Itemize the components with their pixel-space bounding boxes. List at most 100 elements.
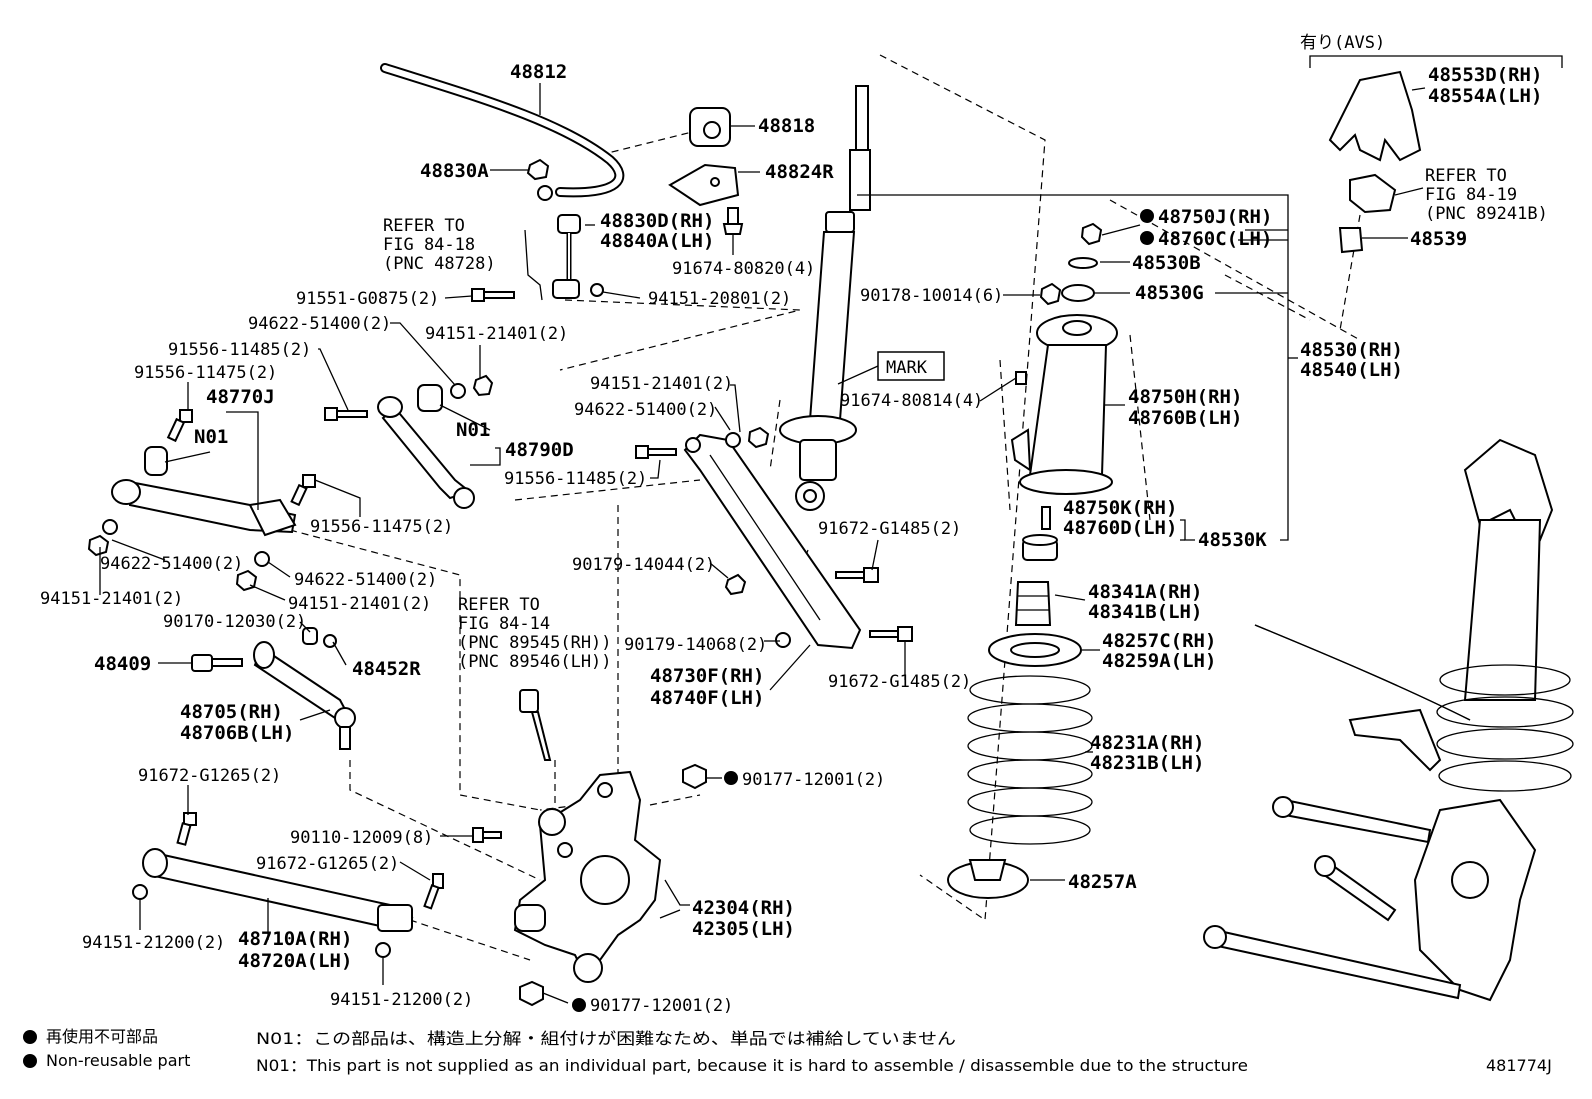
bolt-91556-11485-a bbox=[324, 407, 368, 421]
mark-label: MARK bbox=[886, 358, 928, 378]
label-48539: 48539 bbox=[1410, 228, 1467, 250]
stabilizer-link-48830D bbox=[552, 214, 581, 299]
bushing-48530K bbox=[1022, 534, 1058, 561]
refer-18-line2: FIG 84-18 bbox=[383, 235, 475, 255]
refer-18-line1: REFER TO bbox=[383, 216, 465, 236]
avs-label: 有り(AVS) bbox=[1300, 33, 1385, 53]
bolt-91551-G0875 bbox=[471, 288, 515, 302]
label-91672-G1485-a: 91672-G1485(2) bbox=[818, 519, 961, 539]
label-94151-l1: 94151-21401(2) bbox=[40, 589, 183, 609]
bracket-ref-89241B bbox=[1349, 173, 1397, 214]
refer-19-line3: (PNC 89241B) bbox=[1425, 204, 1548, 224]
refer-14-line1: REFER TO bbox=[458, 595, 540, 615]
bolt-91674-80814 bbox=[1015, 371, 1027, 385]
upper-support-48750H bbox=[1010, 314, 1118, 495]
washer-94622-l2 bbox=[254, 551, 270, 567]
refer-fig-84-19: REFER TO FIG 84-19 (PNC 89241B) bbox=[1425, 166, 1548, 224]
nut-90177-a bbox=[682, 763, 707, 790]
lower-arm-48710A bbox=[142, 848, 414, 932]
label-48409: 48409 bbox=[94, 653, 151, 675]
label-48750J: 48750J(RH) bbox=[1158, 206, 1272, 228]
label-48760C: 48760C(LH) bbox=[1158, 228, 1272, 250]
label-48530K: 48530K bbox=[1198, 529, 1267, 551]
label-48231B: 48231B(LH) bbox=[1090, 752, 1204, 774]
label-48710A: 48710A(RH) bbox=[238, 928, 352, 950]
label-90179-14044: 90179-14044(2) bbox=[572, 555, 715, 575]
note-jp: N01：この部品は、構造上分解・組付けが困難なため、単品では補給していません bbox=[256, 1029, 956, 1048]
label-91551: 91551-G0875(2) bbox=[296, 289, 439, 309]
footer: 再使用不可部品 Non-reusable part N01：この部品は、構造上分… bbox=[46, 1027, 1552, 1075]
label-94622-top: 94622-51400(2) bbox=[248, 314, 391, 334]
washer-48530B bbox=[1068, 257, 1098, 269]
label-48790D: 48790D bbox=[505, 439, 574, 461]
label-48259A: 48259A(LH) bbox=[1102, 650, 1216, 672]
bolt-90110-12009 bbox=[472, 827, 502, 843]
nut-94151-l1 bbox=[87, 534, 110, 557]
coil-spring-48231A bbox=[967, 675, 1093, 845]
stabilizer-bar-48812 bbox=[380, 63, 625, 201]
nut-94151-21200-a bbox=[132, 884, 148, 900]
bolt-91674-80820 bbox=[722, 207, 744, 235]
assembly-dashed-lines bbox=[289, 54, 1361, 961]
label-48231A: 48231A(RH) bbox=[1090, 732, 1204, 754]
cushion-48530G bbox=[1061, 284, 1095, 302]
bracket-ref-48728 bbox=[524, 229, 543, 301]
label-48706B: 48706B(LH) bbox=[180, 722, 294, 744]
refer-19-line1: REFER TO bbox=[1425, 166, 1507, 186]
label-94622-l1: 94622-51400(2) bbox=[100, 554, 243, 574]
knuckle-42304 bbox=[513, 770, 662, 983]
label-94151-20801: 94151-20801(2) bbox=[648, 289, 791, 309]
label-48720A: 48720A(LH) bbox=[238, 950, 352, 972]
label-48770J: 48770J bbox=[206, 386, 275, 408]
refer-18-line3: (PNC 48728) bbox=[383, 254, 496, 274]
washer-94622-mid bbox=[725, 432, 741, 448]
label-48452R: 48452R bbox=[352, 658, 421, 680]
label-91672-G1485-b: 91672-G1485(2) bbox=[828, 672, 971, 692]
bolt-91672-G1265-b bbox=[423, 873, 444, 910]
label-91556-11475-a: 91556-11475(2) bbox=[134, 363, 277, 383]
label-91556-11485-a: 91556-11485(2) bbox=[168, 340, 311, 360]
label-n01-b: N01 bbox=[456, 419, 490, 441]
label-48740F: 48740F(LH) bbox=[650, 687, 764, 709]
label-48530G: 48530G bbox=[1135, 282, 1204, 304]
bump-stopper-48341A bbox=[1014, 581, 1052, 626]
label-90177-a: 90177-12001(2) bbox=[742, 770, 885, 790]
nut-94151-mid bbox=[747, 426, 770, 449]
callout-brackets bbox=[857, 194, 1298, 541]
nut-48750J bbox=[1080, 222, 1103, 246]
label-48840A: 48840A(LH) bbox=[600, 230, 714, 252]
label-48760B: 48760B(LH) bbox=[1128, 407, 1242, 429]
bolt-91556-11475-a bbox=[166, 409, 193, 443]
label-48750H: 48750H(RH) bbox=[1128, 386, 1242, 408]
bolt-91556-11475-b bbox=[290, 474, 316, 507]
label-94622-l2: 94622-51400(2) bbox=[294, 570, 437, 590]
label-90177-b: 90177-12001(2) bbox=[590, 996, 733, 1016]
bolt-91672-G1265-a bbox=[176, 812, 197, 846]
label-94151-l2: 94151-21401(2) bbox=[288, 594, 431, 614]
nut-48830A bbox=[526, 158, 550, 181]
bolt-91556-11485-b bbox=[635, 445, 677, 459]
label-48830A: 48830A bbox=[420, 160, 489, 182]
label-91556-11485-b: 91556-11485(2) bbox=[504, 469, 647, 489]
label-42304: 42304(RH) bbox=[692, 897, 795, 919]
label-48554A: 48554A(LH) bbox=[1428, 85, 1542, 107]
label-91672-G1265-b: 91672-G1265(2) bbox=[256, 854, 399, 874]
label-48812: 48812 bbox=[510, 61, 567, 83]
label-48341B: 48341B(LH) bbox=[1088, 601, 1202, 623]
label-94151-top: 94151-21401(2) bbox=[425, 324, 568, 344]
nut-90178 bbox=[1039, 282, 1062, 306]
refer-19-line2: FIG 84-19 bbox=[1425, 185, 1517, 205]
legend-en: Non-reusable part bbox=[46, 1051, 190, 1070]
label-91674-80820: 91674-80820(4) bbox=[672, 259, 815, 279]
label-94151-21200-b: 94151-21200(2) bbox=[330, 990, 473, 1010]
nut-94151-20801 bbox=[590, 283, 604, 297]
label-48830D: 48830D(RH) bbox=[600, 210, 714, 232]
label-48553D: 48553D(RH) bbox=[1428, 64, 1542, 86]
label-48760D: 48760D(LH) bbox=[1063, 517, 1177, 539]
mark-callout: MARK bbox=[837, 351, 945, 385]
label-90170: 90170-12030(2) bbox=[163, 612, 306, 632]
assembled-view bbox=[1203, 438, 1574, 1002]
lower-arm-48730F bbox=[683, 433, 862, 650]
label-90179-14068: 90179-14068(2) bbox=[624, 635, 767, 655]
